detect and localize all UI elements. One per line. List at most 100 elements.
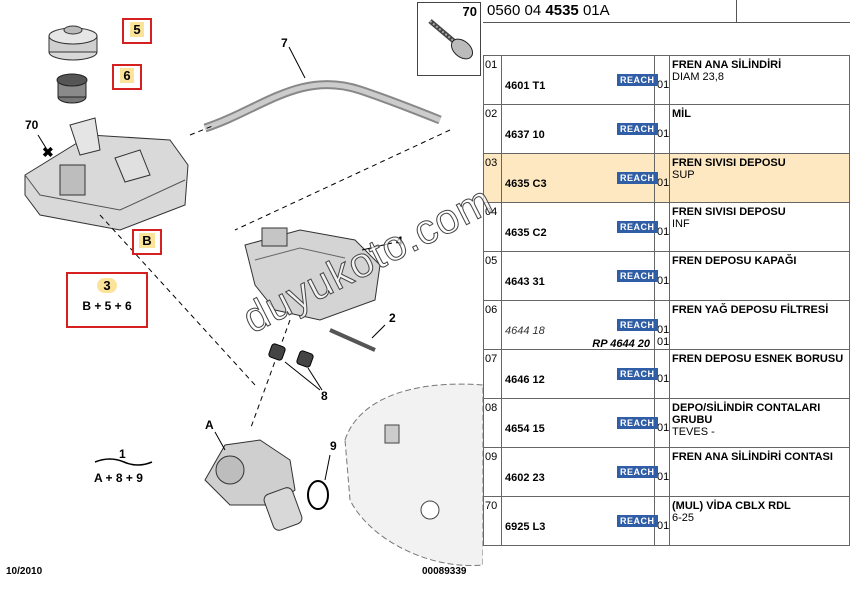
reach-badge[interactable]: REACH bbox=[617, 172, 658, 184]
row-index: 70 bbox=[485, 500, 498, 512]
row-index-cell: 06 bbox=[483, 300, 502, 350]
part-number[interactable]: 4635 C2 bbox=[505, 227, 547, 239]
quantity: 01 bbox=[657, 177, 670, 189]
row-index-cell: 07 bbox=[483, 349, 502, 399]
reach-badge[interactable]: REACH bbox=[617, 123, 658, 135]
row-desc-cell: FREN YAĞ DEPOSU FİLTRESİ bbox=[669, 300, 850, 350]
row-qty-cell: 01 bbox=[654, 104, 670, 154]
row-desc-cell: FREN DEPOSU ESNEK BORUSU bbox=[669, 349, 850, 399]
reach-badge[interactable]: REACH bbox=[617, 74, 658, 86]
reach-badge[interactable]: REACH bbox=[617, 417, 658, 429]
row-index-cell: 09 bbox=[483, 447, 502, 497]
part-name: FREN ANA SİLİNDİRİ bbox=[672, 59, 782, 71]
seals-drawing bbox=[268, 343, 323, 391]
diagram-date: 10/2010 bbox=[6, 566, 43, 577]
callout-box-6[interactable]: 6 bbox=[112, 64, 142, 90]
callout-box-5[interactable]: 5 bbox=[122, 18, 152, 44]
part-detail: SUP bbox=[672, 169, 695, 181]
reach-badge[interactable]: REACH bbox=[617, 466, 658, 478]
part-number[interactable]: 4602 23 bbox=[505, 472, 545, 484]
callout-7: 7 bbox=[281, 36, 288, 50]
part-number[interactable]: 6925 L3 bbox=[505, 521, 546, 533]
part-name: DEPO/SİLİNDİR CONTALARI GRUBU bbox=[672, 402, 821, 426]
part-number[interactable]: 4654 15 bbox=[505, 423, 545, 435]
main-reservoir-drawing bbox=[244, 227, 393, 321]
part-number[interactable]: 4644 18 bbox=[505, 325, 545, 337]
part-number[interactable]: 4643 31 bbox=[505, 276, 545, 288]
row-index-cell: 02 bbox=[483, 104, 502, 154]
filter-drawing bbox=[56, 73, 88, 104]
row-index-cell: 03 bbox=[483, 153, 502, 203]
diagram-reference: 0560 04 4535 01A bbox=[487, 2, 610, 19]
row-ref-cell: 4635 C2 REACH bbox=[501, 202, 658, 252]
callout-9: 9 bbox=[330, 439, 337, 453]
row-ref-cell: 4646 12 REACH bbox=[501, 349, 658, 399]
quantity: 01 bbox=[657, 373, 670, 385]
reach-badge[interactable]: REACH bbox=[617, 270, 658, 282]
header-divider bbox=[736, 0, 737, 22]
quantity: 01 bbox=[657, 324, 670, 336]
row-index-cell: 01 bbox=[483, 55, 502, 105]
part-detail: 6-25 bbox=[672, 512, 695, 524]
row-index: 04 bbox=[485, 206, 498, 218]
part-name: FREN DEPOSU KAPAĞI bbox=[672, 255, 797, 267]
row-ref-cell: 4601 T1 REACH bbox=[501, 55, 658, 105]
row-index: 09 bbox=[485, 451, 498, 463]
quantity: 01 bbox=[657, 226, 670, 238]
master-cylinder-drawing bbox=[204, 431, 303, 531]
row-ref-cell: 4654 15 REACH bbox=[501, 398, 658, 448]
screw-70-thumbnail[interactable]: 70 bbox=[417, 2, 481, 76]
reach-badge[interactable]: REACH bbox=[617, 515, 658, 527]
callout-box-B[interactable]: B bbox=[132, 229, 162, 255]
part-number[interactable]: 4646 12 bbox=[505, 374, 545, 386]
row-index-cell: 05 bbox=[483, 251, 502, 301]
callout-70: 70 bbox=[25, 118, 39, 132]
part-detail: DIAM 23,8 bbox=[672, 71, 724, 83]
row-desc-cell: MİL bbox=[669, 104, 850, 154]
row-index: 05 bbox=[485, 255, 498, 267]
row-index: 01 bbox=[485, 59, 498, 71]
reach-badge[interactable]: REACH bbox=[617, 368, 658, 380]
row-ref-cell: 4637 10 REACH bbox=[501, 104, 658, 154]
part-name: (MUL) VİDA CBLX RDL bbox=[672, 500, 791, 512]
screw-icon bbox=[428, 19, 474, 60]
svg-text:✖: ✖ bbox=[42, 144, 54, 160]
row-qty-cell: 01 bbox=[654, 496, 670, 546]
reservoir-cap-drawing bbox=[48, 25, 98, 61]
exploded-diagram: ✖ 7 70 4 2 8 9 A 1 A + 8 + 9 5 6 B 3 B +… bbox=[6, 2, 483, 577]
part-number[interactable]: 4601 T1 bbox=[505, 80, 546, 92]
part-name: MİL bbox=[672, 108, 691, 120]
row-index: 03 bbox=[485, 157, 498, 169]
part-number[interactable]: 4635 C3 bbox=[505, 178, 547, 190]
reach-badge[interactable]: REACH bbox=[617, 319, 658, 331]
callout-box-group-3[interactable]: 3 B + 5 + 6 bbox=[66, 272, 148, 328]
row-ref-cell: 4635 C3 REACH bbox=[501, 153, 658, 203]
quantity-alt: 01 bbox=[657, 336, 670, 348]
replacement-part-number[interactable]: RP 4644 20 bbox=[592, 338, 650, 350]
row-desc-cell: FREN DEPOSU KAPAĞI bbox=[669, 251, 850, 301]
group-1-formula: A + 8 + 9 bbox=[94, 471, 143, 485]
row-index: 08 bbox=[485, 402, 498, 414]
reach-badge[interactable]: REACH bbox=[617, 221, 658, 233]
reservoir-assembly-drawing bbox=[24, 117, 189, 231]
diagram-code: 00089339 bbox=[422, 566, 467, 577]
row-index: 07 bbox=[485, 353, 498, 365]
row-ref-cell: 4602 23 REACH bbox=[501, 447, 658, 497]
part-number[interactable]: 4637 10 bbox=[505, 129, 545, 141]
row-index-cell: 70 bbox=[483, 496, 502, 546]
part-name: FREN SIVISI DEPOSU bbox=[672, 157, 786, 169]
part-name: FREN ANA SİLİNDİRİ CONTASI bbox=[672, 451, 833, 463]
